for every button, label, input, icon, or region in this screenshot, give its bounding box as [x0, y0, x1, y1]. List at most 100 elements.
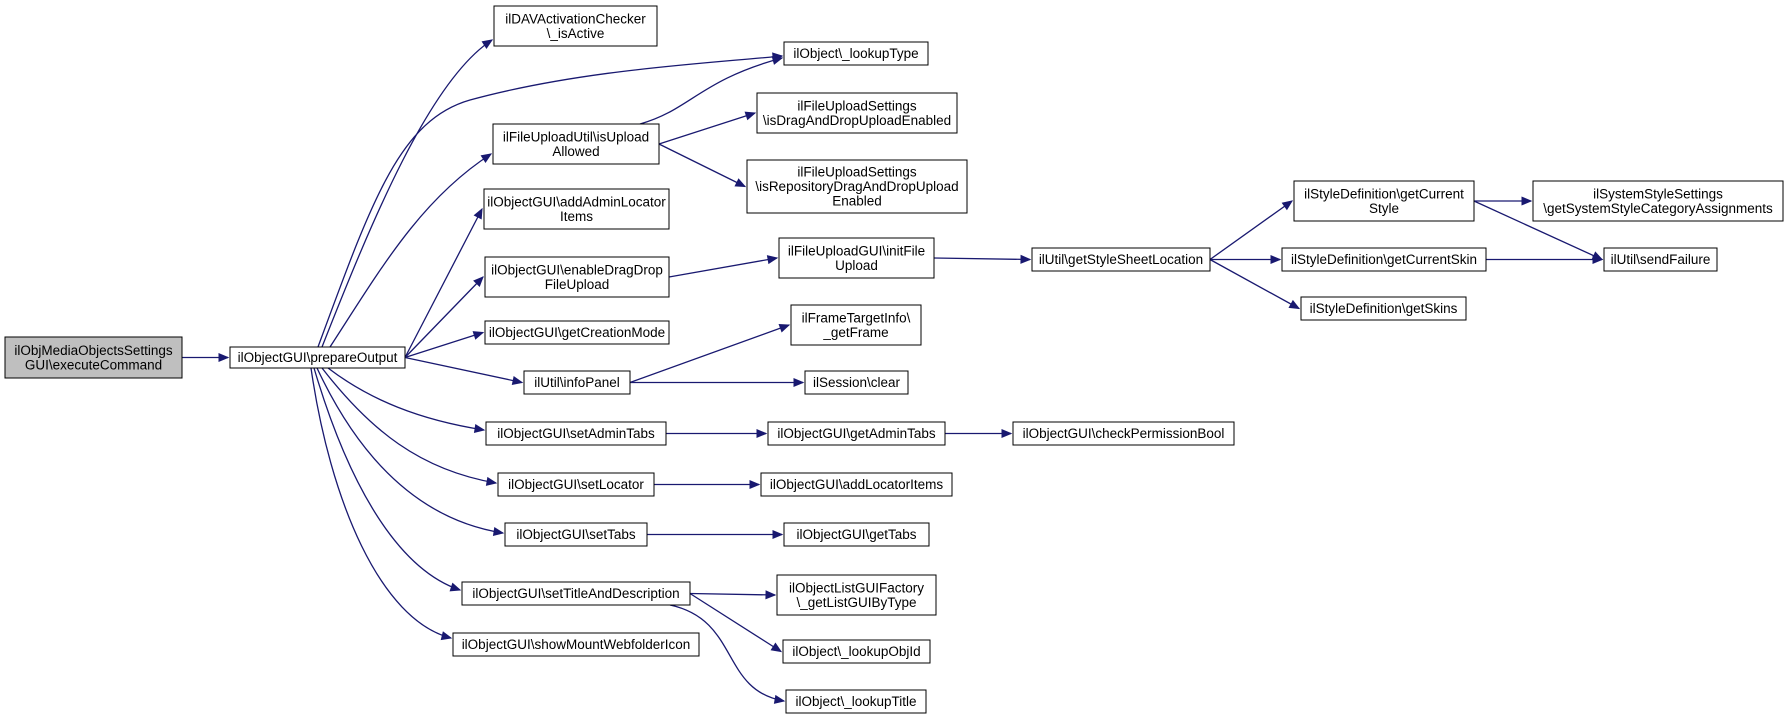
edge-n9-n10: [933, 254, 1032, 264]
node-label: ilObjectGUI\setTabs: [516, 527, 636, 542]
node-box: [783, 522, 930, 547]
node-label: ilUtil\getStyleSheetLocation: [1039, 252, 1203, 267]
edge-line: [321, 39, 493, 348]
graph-node-n16[interactable]: ilObjectGUI\getCreationMode: [484, 320, 670, 345]
node-label: ilObject\_lookupTitle: [795, 694, 916, 709]
edges-layer: [182, 39, 1604, 704]
node-label: Items: [560, 209, 593, 224]
node-box: [782, 639, 931, 664]
edge-line: [316, 367, 504, 534]
node-box: [504, 522, 648, 547]
node-label: ilSystemStyleSettings: [1593, 186, 1723, 201]
edge-arrowhead: [472, 331, 485, 340]
graph-node-n1[interactable]: ilObjectGUI\prepareOutput: [229, 346, 406, 369]
graph-node-n5[interactable]: ilFileUploadSettings\isDragAndDropUpload…: [756, 92, 958, 134]
edge-line: [658, 143, 746, 188]
edge-n1-n4: [329, 153, 493, 348]
graph-node-n0[interactable]: ilObjMediaObjectsSettingsGUI\executeComm…: [4, 336, 183, 379]
edge-n17-n18: [629, 323, 791, 384]
edge-n4-n5: [658, 111, 757, 145]
edge-line: [404, 356, 523, 384]
node-label: ilObjectGUI\getCreationMode: [489, 325, 665, 340]
node-box: [1281, 247, 1487, 272]
graph-node-n3[interactable]: ilObject\_lookupType: [783, 41, 929, 66]
node-label: ilObjectGUI\enableDragDrop: [491, 262, 663, 277]
graph-node-n12[interactable]: ilSystemStyleSettings\getSystemStyleCate…: [1532, 180, 1784, 222]
edge-line: [668, 257, 778, 278]
node-box: [484, 256, 670, 298]
edge-n14-n13: [1486, 254, 1604, 265]
node-box: [760, 472, 953, 497]
nodes-layer: ilObjMediaObjectsSettingsGUI\executeComm…: [4, 5, 1784, 714]
edge-arrowhead: [1592, 254, 1604, 265]
graph-node-n10[interactable]: ilUtil\getStyleSheetLocation: [1031, 247, 1211, 272]
graph-node-n6[interactable]: ilFileUploadSettings\isRepositoryDragAnd…: [746, 159, 968, 214]
graph-node-n18[interactable]: ilFrameTargetInfo\_getFrame: [790, 304, 922, 346]
node-label: Upload: [835, 258, 878, 273]
edge-arrowhead: [1270, 254, 1282, 265]
graph-node-n13[interactable]: ilUtil\sendFailure: [1603, 247, 1718, 272]
edge-n27-n29: [689, 592, 783, 653]
edge-arrowhead: [1288, 299, 1301, 310]
node-label: ilDAVActivationChecker: [505, 11, 646, 26]
node-box: [229, 346, 406, 369]
graph-node-n20[interactable]: ilObjectGUI\setAdminTabs: [485, 421, 667, 446]
edge-arrowhead: [1281, 200, 1294, 211]
node-box: [790, 304, 922, 346]
graph-node-n29[interactable]: ilObject\_lookupObjId: [782, 639, 931, 664]
graph-node-n23[interactable]: ilObjectGUI\setLocator: [497, 472, 655, 497]
node-box: [452, 632, 700, 657]
node-label: ilObjectGUI\setLocator: [508, 477, 644, 492]
node-label: ilObject\_lookupType: [793, 46, 918, 61]
edge-line: [629, 324, 790, 384]
graph-node-n25[interactable]: ilObjectGUI\setTabs: [504, 522, 648, 547]
edge-arrowhead: [744, 111, 757, 121]
edge-n10-n11: [1209, 200, 1294, 261]
edge-arrowhead: [473, 207, 483, 220]
edge-arrowhead: [485, 476, 498, 486]
graph-node-n22[interactable]: ilObjectGUI\checkPermissionBool: [1012, 421, 1235, 446]
graph-node-n26[interactable]: ilObjectGUI\getTabs: [783, 522, 930, 547]
edge-n1-n27: [313, 367, 462, 592]
node-box: [1300, 296, 1467, 321]
node-box: [785, 689, 927, 714]
node-label: ilFileUploadGUI\initFile: [788, 243, 925, 258]
edge-arrowhead: [218, 352, 230, 363]
graph-node-n30[interactable]: ilObject\_lookupTitle: [785, 689, 927, 714]
edge-n4-n3: [639, 56, 784, 125]
node-label: ilFileUploadUtil\isUpload: [503, 129, 649, 144]
graph-node-n17[interactable]: ilUtil\infoPanel: [523, 370, 631, 395]
graph-node-n28[interactable]: ilObjectListGUIFactory\_getListGUIByType: [776, 574, 937, 616]
graph-node-n14[interactable]: ilStyleDefinition\getCurrentSkin: [1281, 247, 1487, 272]
node-label: ilObjectGUI\setTitleAndDescription: [472, 586, 679, 601]
edge-arrowhead: [773, 694, 786, 704]
graph-node-n31[interactable]: ilObjectGUI\showMountWebfolderIcon: [452, 632, 700, 657]
node-label: ilUtil\infoPanel: [534, 375, 620, 390]
edge-arrowhead: [772, 529, 784, 540]
edge-arrowhead: [766, 255, 779, 265]
graph-node-n27[interactable]: ilObjectGUI\setTitleAndDescription: [461, 581, 691, 606]
node-box: [523, 370, 631, 395]
edge-line: [313, 367, 461, 591]
edge-arrowhead: [771, 56, 784, 65]
graph-node-n19[interactable]: ilSession\clear: [804, 370, 909, 395]
graph-node-n24[interactable]: ilObjectGUI\addLocatorItems: [760, 472, 953, 497]
node-label: ilFrameTargetInfo\: [802, 310, 911, 325]
node-label: Allowed: [552, 144, 599, 159]
edge-line: [317, 55, 783, 348]
edge-arrowhead: [480, 153, 493, 163]
edge-line: [639, 57, 783, 125]
graph-node-n2[interactable]: ilDAVActivationChecker\_isActive: [493, 5, 658, 47]
graph-node-n21[interactable]: ilObjectGUI\getAdminTabs: [767, 421, 946, 446]
graph-node-n15[interactable]: ilStyleDefinition\getSkins: [1300, 296, 1467, 321]
edge-arrowhead: [492, 527, 505, 537]
edge-line: [327, 367, 485, 431]
edge-n21-n22: [945, 428, 1013, 439]
edge-arrowhead: [481, 39, 494, 49]
node-label: ilFileUploadSettings: [797, 98, 917, 113]
